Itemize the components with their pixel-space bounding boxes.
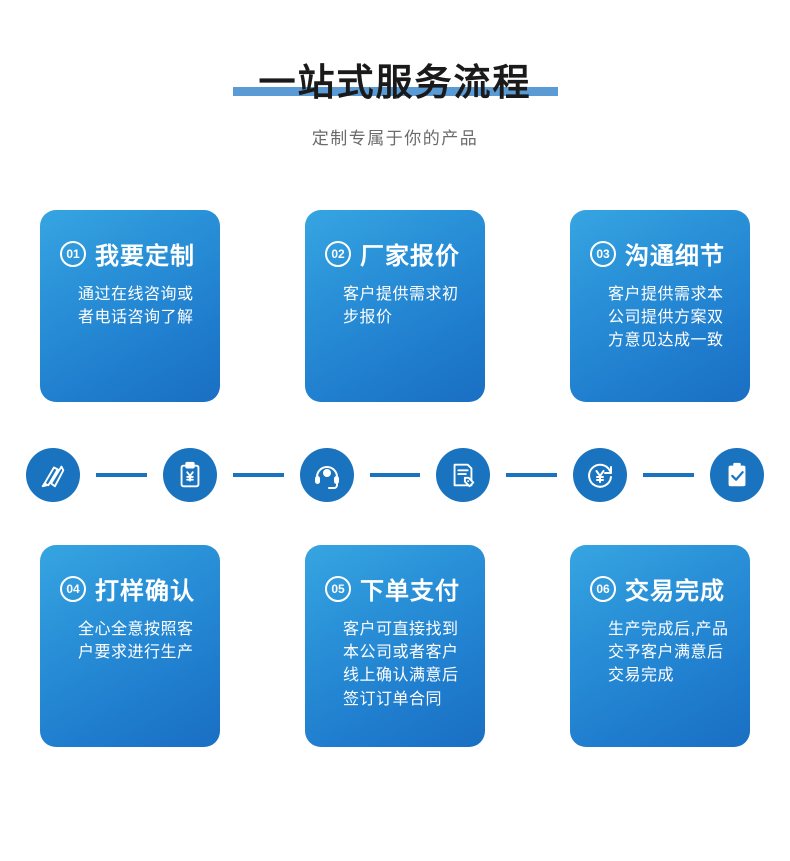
step-description: 生产完成后,产品交予客户满意后交易完成 xyxy=(608,621,729,685)
step-number-badge: 06 xyxy=(590,575,616,602)
connector-line xyxy=(96,473,147,477)
steps-row-bottom: 04 打样确认 全心全意按照客户要求进行生产 05 下单支付 客户可直接找到本公… xyxy=(0,545,790,747)
step-title: 我要定制 xyxy=(95,243,195,270)
page-subtitle: 定制专属于你的产品 xyxy=(311,128,479,148)
step-number-badge: 03 xyxy=(590,240,616,267)
connector-line xyxy=(506,473,558,477)
step-description: 客户可直接找到本公司或者客户线上确认满意后签订订单合同 xyxy=(343,621,459,708)
page-header: 一站式服务流程 定制专属于你的产品 xyxy=(0,0,790,149)
step-card-06[interactable]: 06 交易完成 生产完成后,产品交予客户满意后交易完成 xyxy=(570,545,750,747)
page-title: 一站式服务流程 xyxy=(258,62,532,103)
step-title: 厂家报价 xyxy=(360,243,460,270)
step-card-03[interactable]: 03 沟通细节 客户提供需求本公司提供方案双方意见达成一致 xyxy=(570,210,750,402)
step-number-badge: 04 xyxy=(60,575,86,602)
step-card-01[interactable]: 01 我要定制 通过在线咨询或者电话咨询了解 xyxy=(40,210,220,402)
step-description: 客户提供需求初步报价 xyxy=(343,286,459,327)
step-number-badge: 01 xyxy=(60,240,86,267)
step-card-header: 04 打样确认 xyxy=(56,571,204,606)
step-card-header: 05 下单支付 xyxy=(321,571,469,606)
step-number-badge: 02 xyxy=(325,240,351,267)
title-underline-bar xyxy=(232,86,558,96)
step-card-02[interactable]: 02 厂家报价 客户提供需求初步报价 xyxy=(305,210,485,402)
step-card-header: 03 沟通细节 xyxy=(586,236,734,271)
step-card-04[interactable]: 04 打样确认 全心全意按照客户要求进行生产 xyxy=(40,545,220,747)
step-number-badge: 05 xyxy=(325,575,351,602)
yuan-payment-icon[interactable] xyxy=(573,448,628,502)
step-title: 下单支付 xyxy=(360,578,460,605)
steps-row-top: 01 我要定制 通过在线咨询或者电话咨询了解 02 厂家报价 客户提供需求初步报… xyxy=(0,210,790,402)
title-wrapper: 一站式服务流程 xyxy=(232,62,558,105)
headset-support-icon[interactable] xyxy=(299,448,354,502)
step-title: 打样确认 xyxy=(95,578,195,605)
design-tools-icon[interactable] xyxy=(26,448,80,502)
process-icon-strip xyxy=(26,446,764,504)
step-title: 沟通细节 xyxy=(625,243,725,270)
step-description: 通过在线咨询或者电话咨询了解 xyxy=(78,286,194,327)
step-card-header: 02 厂家报价 xyxy=(321,236,469,271)
step-card-header: 06 交易完成 xyxy=(586,571,734,606)
connector-line xyxy=(369,473,421,477)
clipboard-check-icon[interactable] xyxy=(709,448,764,502)
step-title: 交易完成 xyxy=(625,578,725,605)
step-card-header: 01 我要定制 xyxy=(56,236,204,271)
document-tag-icon[interactable] xyxy=(436,448,491,502)
quote-clipboard-icon[interactable] xyxy=(162,448,217,502)
step-card-05[interactable]: 05 下单支付 客户可直接找到本公司或者客户线上确认满意后签订订单合同 xyxy=(305,545,485,747)
connector-line xyxy=(643,473,694,477)
step-description: 客户提供需求本公司提供方案双方意见达成一致 xyxy=(608,286,724,350)
connector-line xyxy=(232,473,284,477)
step-description: 全心全意按照客户要求进行生产 xyxy=(78,621,194,662)
